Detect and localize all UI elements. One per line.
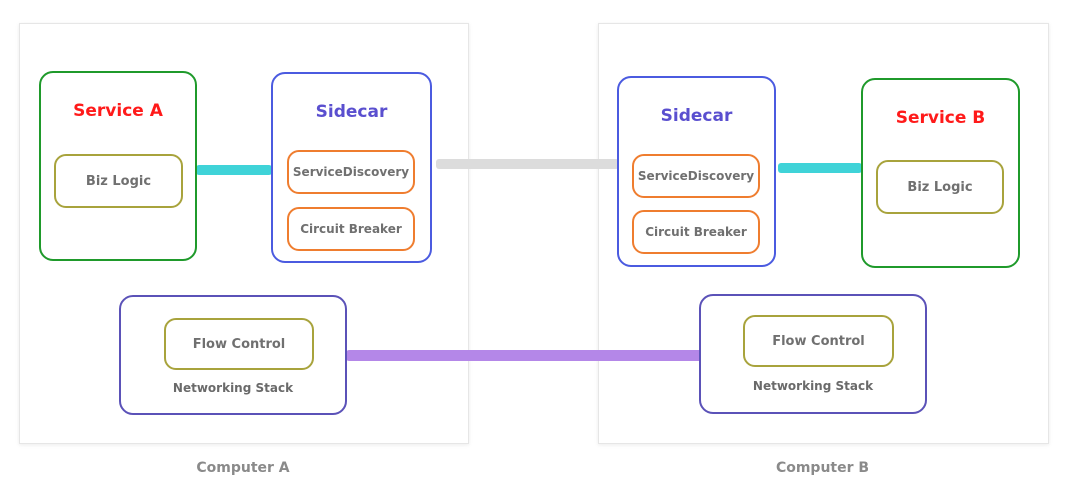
sidecar-a-circuit-breaker: Circuit Breaker [287, 207, 415, 251]
network-b-label: Networking Stack [752, 379, 874, 393]
network-b-flow-control: Flow Control [743, 315, 894, 367]
service-b-biz-logic: Biz Logic [876, 160, 1004, 214]
service-a-biz-logic: Biz Logic [54, 154, 183, 208]
computer-b-label: Computer B [775, 460, 870, 476]
network-a-label: Networking Stack [172, 381, 294, 395]
sidecar-a-service-discovery: ServiceDiscovery [287, 150, 415, 194]
link-sidecar-b-service-b [778, 163, 862, 173]
sidecar-b-circuit-breaker: Circuit Breaker [632, 210, 760, 254]
sidecar-a-title: Sidecar [315, 102, 388, 122]
service-a-title: Service A [73, 101, 163, 121]
service-b-title: Service B [895, 108, 986, 128]
sidecar-b-title: Sidecar [660, 106, 733, 126]
network-a-flow-control: Flow Control [164, 318, 314, 370]
sidecar-b-service-discovery: ServiceDiscovery [632, 154, 760, 198]
link-service-a-sidecar [196, 165, 272, 175]
link-network-a-network-b [346, 350, 703, 361]
link-sidecar-a-sidecar-b [436, 159, 619, 169]
computer-a-label: Computer A [196, 460, 290, 476]
